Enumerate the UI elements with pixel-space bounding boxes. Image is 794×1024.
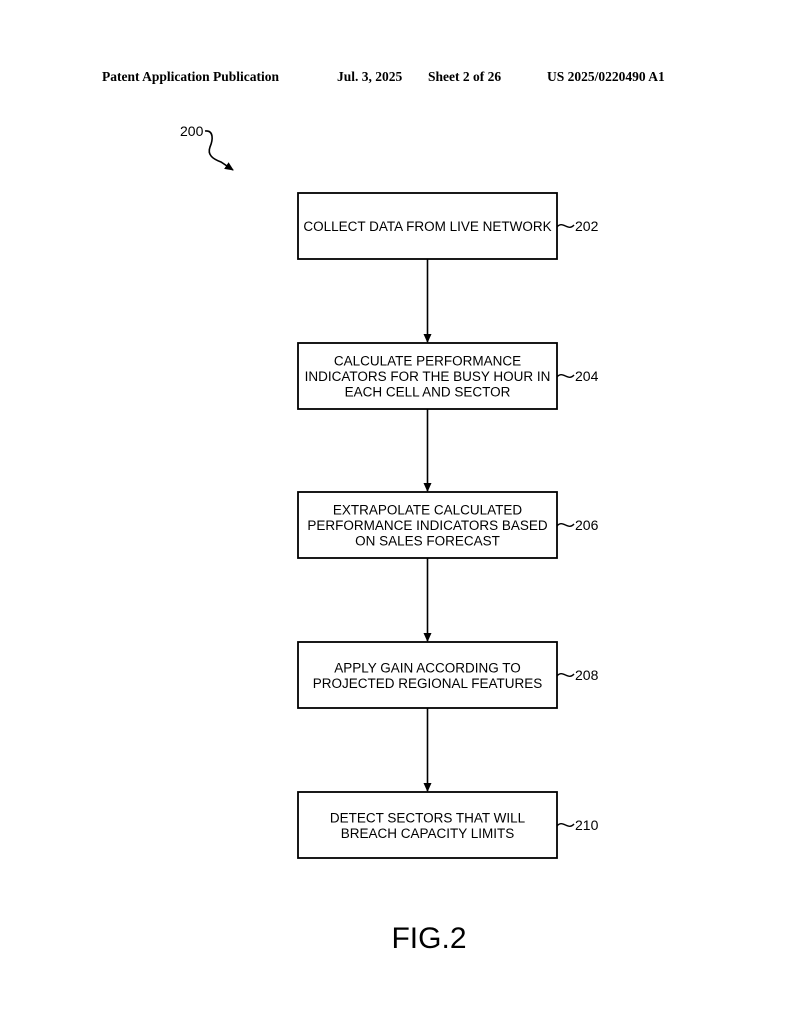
diagram-ref-leader [204, 130, 234, 171]
step-box-210 [297, 791, 558, 859]
step-ref-204: 204 [575, 368, 599, 384]
step-leader-206 [556, 523, 575, 527]
step-text-208-line-1: APPLY GAIN ACCORDING TO [334, 660, 521, 675]
header-number: US 2025/0220490 A1 [547, 69, 665, 84]
step-box-204 [297, 342, 558, 410]
step-text-206-line-2: PERFORMANCE INDICATORS BASED [307, 518, 548, 533]
step-ref-208: 208 [575, 667, 599, 683]
step-leader-210 [556, 823, 575, 827]
step-text-204-line-3: EACH CELL AND SECTOR [345, 385, 511, 400]
step-text-206-line-3: ON SALES FORECAST [355, 534, 500, 549]
step-text-210-line-1: DETECT SECTORS THAT WILL [330, 810, 526, 825]
step-text-204-line-2: INDICATORS FOR THE BUSY HOUR IN [305, 369, 551, 384]
header-sheet: Sheet 2 of 26 [428, 69, 502, 84]
diagram-ref-label: 200 [180, 123, 204, 139]
step-text-204-line-1: CALCULATE PERFORMANCE [334, 354, 521, 369]
step-leader-202 [556, 224, 575, 228]
step-box-208 [297, 641, 558, 709]
header-publication: Patent Application Publication [102, 69, 280, 84]
step-text-208-line-2: PROJECTED REGIONAL FEATURES [313, 676, 543, 691]
step-text-202-line-1: COLLECT DATA FROM LIVE NETWORK [303, 219, 551, 234]
header-date: Jul. 3, 2025 [337, 69, 403, 84]
step-text-210-line-2: BREACH CAPACITY LIMITS [341, 826, 515, 841]
step-ref-202: 202 [575, 218, 599, 234]
step-leader-208 [556, 673, 575, 677]
step-ref-210: 210 [575, 817, 599, 833]
figure-label: FIG.2 [391, 922, 467, 955]
step-text-206-line-1: EXTRAPOLATE CALCULATED [333, 503, 523, 518]
step-leader-204 [556, 374, 575, 378]
step-ref-206: 206 [575, 517, 599, 533]
